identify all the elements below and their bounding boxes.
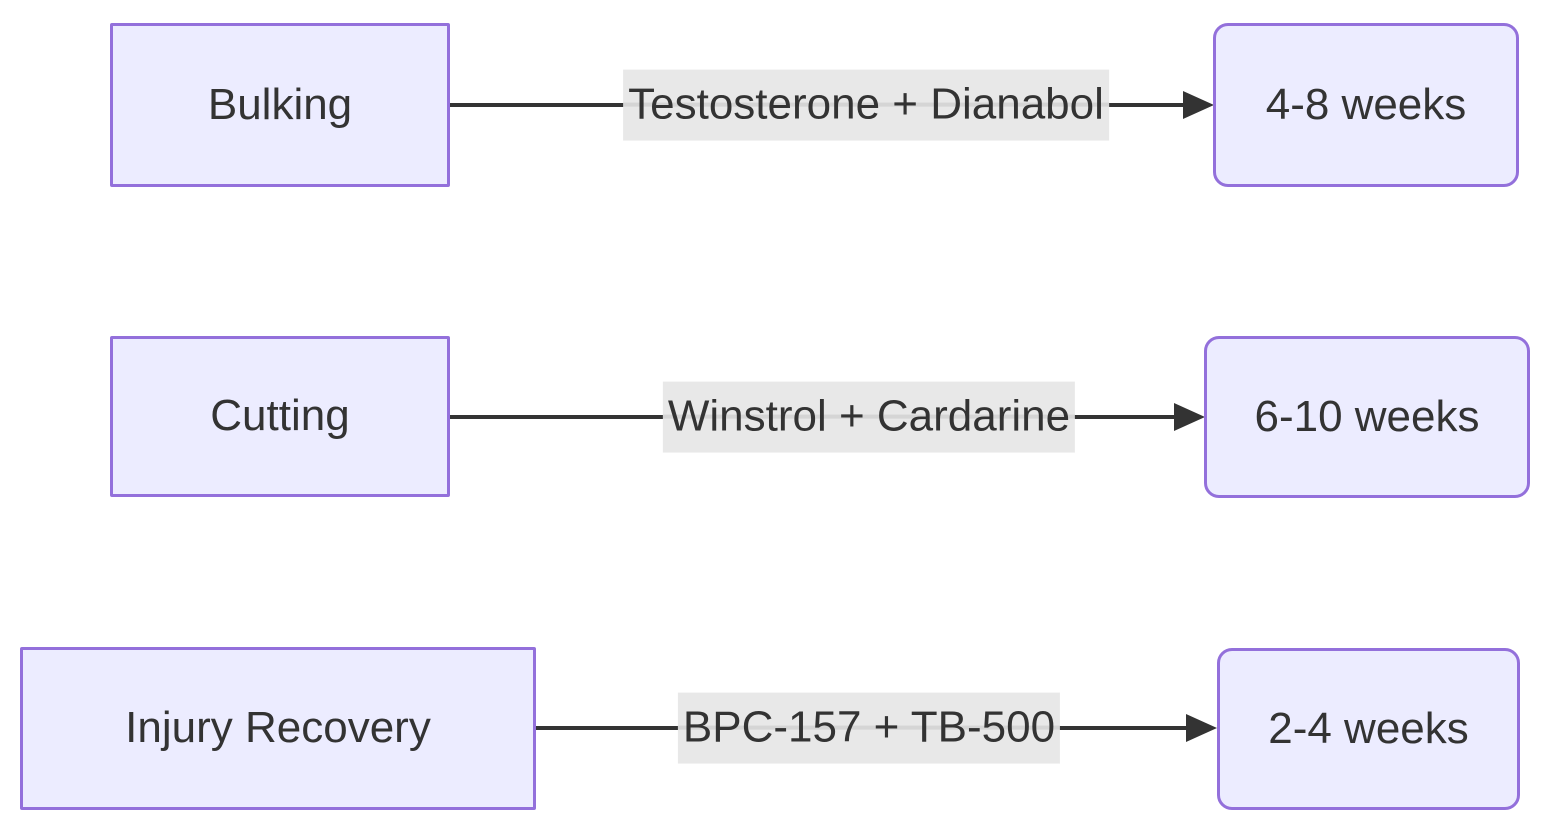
node-label: Bulking [207,79,353,129]
arrowhead-icon [1183,91,1214,119]
arrowhead-icon [1174,403,1205,431]
node-label: 6-10 weeks [1254,391,1480,441]
node-label: 4-8 weeks [1265,79,1467,129]
arrowhead-icon [1186,714,1217,742]
node-injury-recovery: Injury Recovery [20,647,536,810]
node-label: 2-4 weeks [1268,703,1469,753]
edge-label: Testosterone + Dianabol [623,69,1109,141]
node-2-4-weeks: 2-4 weeks [1217,648,1520,810]
node-4-8-weeks: 4-8 weeks [1213,23,1519,187]
edge-label: BPC-157 + TB-500 [677,692,1061,764]
node-label: Injury Recovery [125,703,431,753]
edge-label: Winstrol + Cardarine [662,381,1076,453]
node-cutting: Cutting [110,336,450,497]
node-bulking: Bulking [110,23,450,187]
node-label: Cutting [210,391,350,441]
node-6-10-weeks: 6-10 weeks [1204,336,1530,498]
